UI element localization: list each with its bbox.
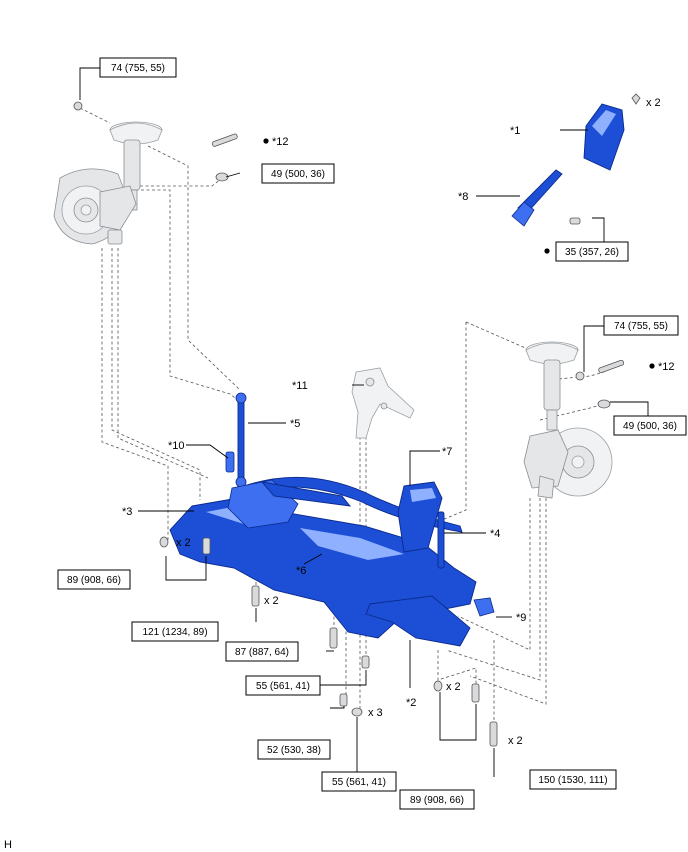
end-part-9 <box>473 597 495 617</box>
bolt-icon <box>202 537 211 555</box>
lower-arm-part-2 <box>365 595 471 647</box>
svg-text:87 (887, 64): 87 (887, 64) <box>235 647 289 658</box>
highlighted-parts <box>169 103 625 647</box>
front-suspension-right <box>523 341 613 499</box>
callout-2: *2 <box>406 697 416 709</box>
nut-icon <box>631 93 641 105</box>
bolt-icon <box>361 655 370 669</box>
washer-nut-icon <box>215 172 229 182</box>
steering-gear <box>260 481 352 507</box>
svg-text:55 (561, 41): 55 (561, 41) <box>332 777 386 788</box>
bolt-icon <box>329 627 338 649</box>
callout-5: *5 <box>290 418 300 430</box>
link-part-5 <box>237 395 245 481</box>
nut-icon <box>433 680 443 692</box>
bolt-icon <box>598 359 625 374</box>
bolt-icon <box>489 721 498 747</box>
svg-text:150 (1530, 111): 150 (1530, 111) <box>538 775 607 786</box>
torque-label-1: 74 (755, 55) <box>99 57 177 78</box>
callout-3: *3 <box>122 506 132 518</box>
torque-label-3: 35 (357, 26) <box>555 241 629 262</box>
cover-part-1 <box>583 103 625 171</box>
callout-1: *1 <box>510 125 520 137</box>
callout-12-left: *12 <box>272 136 289 148</box>
callout-11: *11 <box>292 380 308 392</box>
bolt-part-10 <box>225 451 235 473</box>
callout-4: *4 <box>490 528 500 540</box>
callout-7: *7 <box>442 446 452 458</box>
washer-nut-icon <box>597 399 611 409</box>
non-reusable-dots <box>263 138 655 369</box>
torque-label-4: 74 (755, 55) <box>603 315 679 336</box>
non-reusable-part-dot-icon <box>649 363 655 369</box>
torque-label-6: 89 (908, 66) <box>57 569 131 590</box>
quantity-3: x 2 <box>264 595 279 607</box>
svg-text:49 (500, 36): 49 (500, 36) <box>623 421 677 432</box>
torque-label-7: 121 (1234, 89) <box>131 621 219 642</box>
bolt-icon <box>339 693 348 707</box>
torque-label-12: 89 (908, 66) <box>399 789 475 810</box>
svg-text:49 (500, 36): 49 (500, 36) <box>271 169 325 180</box>
nut-icon <box>351 707 363 717</box>
nut-icon <box>73 101 83 111</box>
svg-text:55 (561, 41): 55 (561, 41) <box>256 681 310 692</box>
front-suspension-left <box>53 121 163 245</box>
non-reusable-part-dot-icon <box>544 248 550 254</box>
torque-label-11: 55 (561, 41) <box>321 771 397 792</box>
svg-text:74 (755, 55): 74 (755, 55) <box>614 321 668 332</box>
bolt-icon <box>569 217 581 225</box>
nut-icon <box>159 536 169 548</box>
bolt-icon <box>471 683 480 703</box>
torque-label-10: 52 (530, 38) <box>257 739 331 760</box>
corner-mark: H <box>4 839 12 851</box>
nut-icon <box>575 371 585 381</box>
bolt-icon <box>251 585 260 607</box>
torque-label-13: 150 (1530, 111) <box>529 769 617 790</box>
quantity-5: x 2 <box>446 681 461 693</box>
torque-label-8: 87 (887, 64) <box>225 641 299 662</box>
quantity-2: x 2 <box>176 537 191 549</box>
bolt-icon <box>211 133 238 147</box>
callout-9: *9 <box>516 612 526 624</box>
torque-label-2: 49 (500, 36) <box>261 163 335 184</box>
torque-labels: 74 (755, 55) 49 (500, 36) 35 (357, 26) 7… <box>57 57 687 810</box>
svg-text:74 (755, 55): 74 (755, 55) <box>111 63 165 74</box>
svg-text:121 (1234, 89): 121 (1234, 89) <box>142 627 207 638</box>
non-reusable-part-dot-icon <box>263 138 269 144</box>
torque-label-9: 55 (561, 41) <box>245 675 321 696</box>
quantity-4: x 3 <box>368 707 383 719</box>
torque-label-5: 49 (500, 36) <box>613 415 687 436</box>
svg-text:52 (530, 38): 52 (530, 38) <box>267 745 321 756</box>
callout-8: *8 <box>458 191 468 203</box>
quantity-1: x 2 <box>646 97 661 109</box>
housing-part-7 <box>397 481 443 553</box>
link-part-4 <box>437 511 445 569</box>
svg-text:89 (908, 66): 89 (908, 66) <box>67 575 121 586</box>
fasteners <box>73 93 641 747</box>
quantity-labels: x 2 x 2 x 2 x 3 x 2 x 2 <box>176 97 661 747</box>
quantity-6: x 2 <box>508 735 523 747</box>
bracket-part-11 <box>351 367 415 439</box>
leader-lines <box>79 67 649 777</box>
svg-text:89 (908, 66): 89 (908, 66) <box>410 795 464 806</box>
part-callouts: *1 *2 *3 *4 *5 *6 *7 *8 *9 *10 *11 *12 *… <box>122 125 675 709</box>
callout-12-right: *12 <box>658 361 675 373</box>
svg-text:35 (357, 26): 35 (357, 26) <box>565 247 619 258</box>
callout-6: *6 <box>296 565 306 577</box>
callout-10: *10 <box>168 440 185 452</box>
